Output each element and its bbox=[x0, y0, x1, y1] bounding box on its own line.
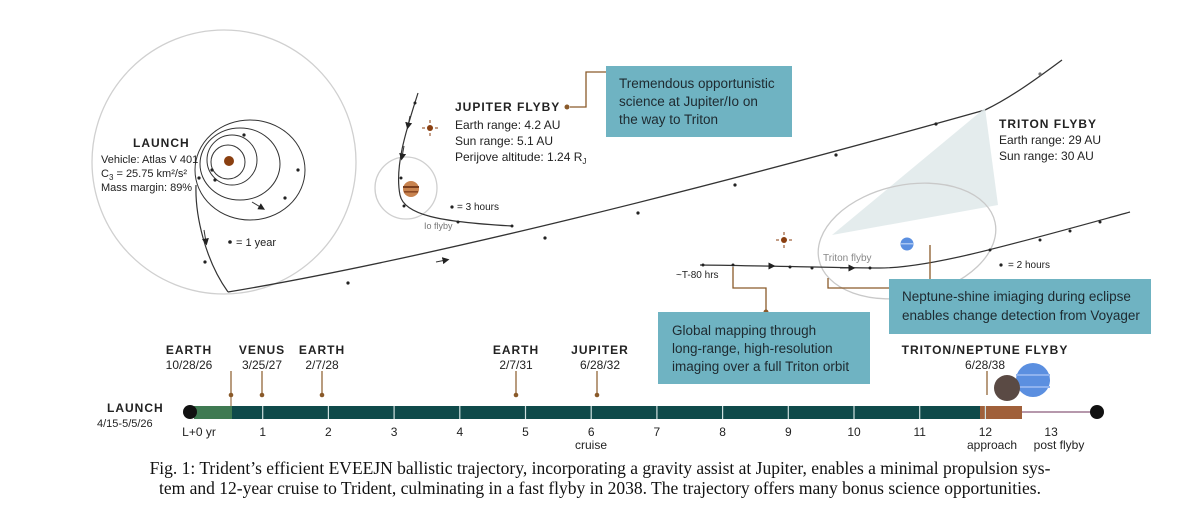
timeline-launch-date: 4/15-5/5/26 bbox=[97, 418, 153, 430]
neptune-icon bbox=[900, 237, 914, 251]
event-jupiter-date: 6/28/32 bbox=[580, 358, 620, 372]
event-earth-2-name: EARTH bbox=[299, 343, 345, 357]
event-earth-1-date: 10/28/26 bbox=[166, 358, 213, 372]
neptune-flyby-path bbox=[699, 211, 1131, 269]
inner-solar-system-panel: = 1 year LAUNCH Vehicle: Atlas V 401 C3 … bbox=[91, 29, 357, 295]
jupiter-title: JUPITER FLYBY bbox=[455, 100, 560, 114]
svg-text:Neptune-shine imiaging during: Neptune-shine imiaging during eclipse bbox=[902, 289, 1131, 304]
triton-flyby-label: Triton flyby bbox=[823, 253, 872, 264]
t-minus-label: ~T-80 hrs bbox=[676, 270, 719, 281]
svg-text:enables change detection from: enables change detection from Voyager bbox=[902, 308, 1140, 323]
triton-flyby-panel: Triton flyby ~T-80 hrs = 2 hours TRITON … bbox=[676, 108, 1131, 300]
launch-mass-margin: Mass margin: 89% bbox=[101, 182, 192, 194]
triton-earth-range: Earth range: 29 AU bbox=[999, 133, 1101, 147]
caption-line-2: tem and 12-year cruise to Trident, culmi… bbox=[159, 478, 1041, 498]
callout-neptune-shine: Neptune-shine imiaging during eclipse en… bbox=[827, 245, 1151, 334]
phase-cruise: cruise bbox=[575, 438, 607, 452]
arrow-down bbox=[201, 229, 209, 246]
svg-text:Global mapping through: Global mapping through bbox=[672, 323, 816, 338]
event-venus-date: 3/25/27 bbox=[242, 358, 282, 372]
jupiter-hours-legend: = 3 hours bbox=[457, 202, 499, 213]
sun-icon bbox=[224, 156, 234, 166]
caption-line-1: Fig. 1: Trident’s efficient EVEEJN balli… bbox=[149, 458, 1051, 478]
two-hours-dot bbox=[999, 263, 1003, 267]
cruise-path bbox=[227, 59, 1063, 293]
launch-c3: C3 = 25.75 km²/s² bbox=[101, 168, 187, 182]
svg-text:imaging over a full Triton orb: imaging over a full Triton orbit bbox=[672, 359, 849, 374]
event-venus-name: VENUS bbox=[239, 343, 285, 357]
svg-text:long-range, high-resolution: long-range, high-resolution bbox=[672, 341, 833, 356]
loop-orbit-2 bbox=[194, 119, 306, 221]
timeline-tick-label-2: 2 bbox=[325, 425, 332, 439]
sun-icon-jupiter bbox=[422, 120, 438, 136]
phase-approach: approach bbox=[967, 438, 1017, 452]
arrow-right bbox=[251, 201, 266, 210]
timeline-start-dot bbox=[183, 405, 197, 419]
triton-title: TRITON FLYBY bbox=[999, 117, 1097, 131]
sun-icon-neptune bbox=[776, 232, 792, 248]
event-earth-1-name: EARTH bbox=[166, 343, 212, 357]
launch-vehicle: Vehicle: Atlas V 401 bbox=[101, 154, 198, 166]
event-earth-3-name: EARTH bbox=[493, 343, 539, 357]
timeline-end-dot bbox=[1090, 405, 1104, 419]
leader-mapping bbox=[732, 267, 767, 314]
loop-orbit-1 bbox=[199, 127, 281, 201]
svg-text:science at Jupiter/Io on: science at Jupiter/Io on bbox=[619, 94, 758, 109]
cruise-arrow bbox=[435, 257, 450, 265]
timeline-tick-label-8: 8 bbox=[719, 425, 726, 439]
timeline-tick-label-10: 10 bbox=[847, 425, 861, 439]
event-earth-2-date: 2/7/28 bbox=[305, 358, 339, 372]
jupiter-flyby-panel: = 3 hours Io flyby JUPITER FLYBY Earth r… bbox=[374, 92, 586, 231]
timeline-tick-label-11: 11 bbox=[913, 425, 926, 439]
timeline-bar-cruise bbox=[194, 406, 980, 419]
earth-orbit-circle bbox=[206, 134, 258, 186]
timeline-tick-label-7: 7 bbox=[654, 425, 661, 439]
timeline-tick-label-9: 9 bbox=[785, 425, 792, 439]
timeline-tick-label-1: 1 bbox=[259, 425, 266, 439]
timeline-tick-label-6: 6 bbox=[588, 425, 595, 439]
jupiter-sun-range: Sun range: 5.1 AU bbox=[455, 134, 553, 148]
event-earth-3-date: 2/7/31 bbox=[499, 358, 533, 372]
timeline-tick-label-3: 3 bbox=[391, 425, 398, 439]
cruise-trajectory bbox=[227, 59, 1063, 293]
jupiter-icon bbox=[403, 181, 419, 197]
mission-timeline: LAUNCH 4/15-5/5/26 EARTH 10/28/26 VENUS … bbox=[97, 343, 1104, 452]
event-triton-date: 6/28/38 bbox=[965, 358, 1005, 372]
timeline-tick-label-5: 5 bbox=[522, 425, 529, 439]
triton-neptune-icon bbox=[994, 363, 1050, 401]
svg-text:Tremendous opportunistic: Tremendous opportunistic bbox=[619, 76, 775, 91]
svg-text:the way to Triton: the way to Triton bbox=[619, 112, 718, 127]
triton-hours-legend: = 2 hours bbox=[1008, 260, 1050, 271]
phase-post-flyby: post flyby bbox=[1034, 438, 1085, 452]
leader-neptune-b bbox=[827, 278, 895, 289]
callout-global-mapping: Global mapping through long-range, high-… bbox=[658, 267, 870, 384]
outer-orbit-circle bbox=[91, 29, 357, 295]
timeline-tick-label-4: 4 bbox=[456, 425, 463, 439]
event-jupiter-name: JUPITER bbox=[571, 343, 629, 357]
timeline-bar-approach bbox=[980, 406, 1022, 419]
venus-orbit-circle bbox=[210, 144, 246, 180]
launch-title: LAUNCH bbox=[133, 136, 190, 150]
timeline-tick-label-13: 13 bbox=[1044, 425, 1058, 439]
year-legend-text: = 1 year bbox=[236, 237, 276, 249]
year-legend-dot bbox=[228, 240, 232, 244]
jupiter-perijove: Perijove altitude: 1.24 RJ bbox=[455, 150, 586, 166]
zoom-cone bbox=[832, 108, 998, 235]
departure-arc bbox=[195, 184, 229, 293]
figure-caption: Fig. 1: Trident’s efficient EVEEJN balli… bbox=[0, 458, 1200, 498]
timeline-tick-label-12: 12 bbox=[979, 425, 993, 439]
leader-jupiter bbox=[570, 71, 612, 108]
timeline-bar-start bbox=[194, 406, 232, 419]
event-triton-name: TRITON/NEPTUNE FLYBY bbox=[902, 343, 1069, 357]
timeline-launch-label: LAUNCH bbox=[107, 401, 164, 415]
triton-sun-range: Sun range: 30 AU bbox=[999, 149, 1094, 163]
io-flyby-label: Io flyby bbox=[424, 221, 453, 231]
timeline-ticks bbox=[262, 406, 987, 419]
jupiter-earth-range: Earth range: 4.2 AU bbox=[455, 118, 560, 132]
hours-legend-dot bbox=[450, 205, 454, 209]
callout-jupiter-science: Tremendous opportunistic science at Jupi… bbox=[570, 66, 792, 137]
timeline-tick-label-0: L+0 yr bbox=[182, 425, 216, 439]
